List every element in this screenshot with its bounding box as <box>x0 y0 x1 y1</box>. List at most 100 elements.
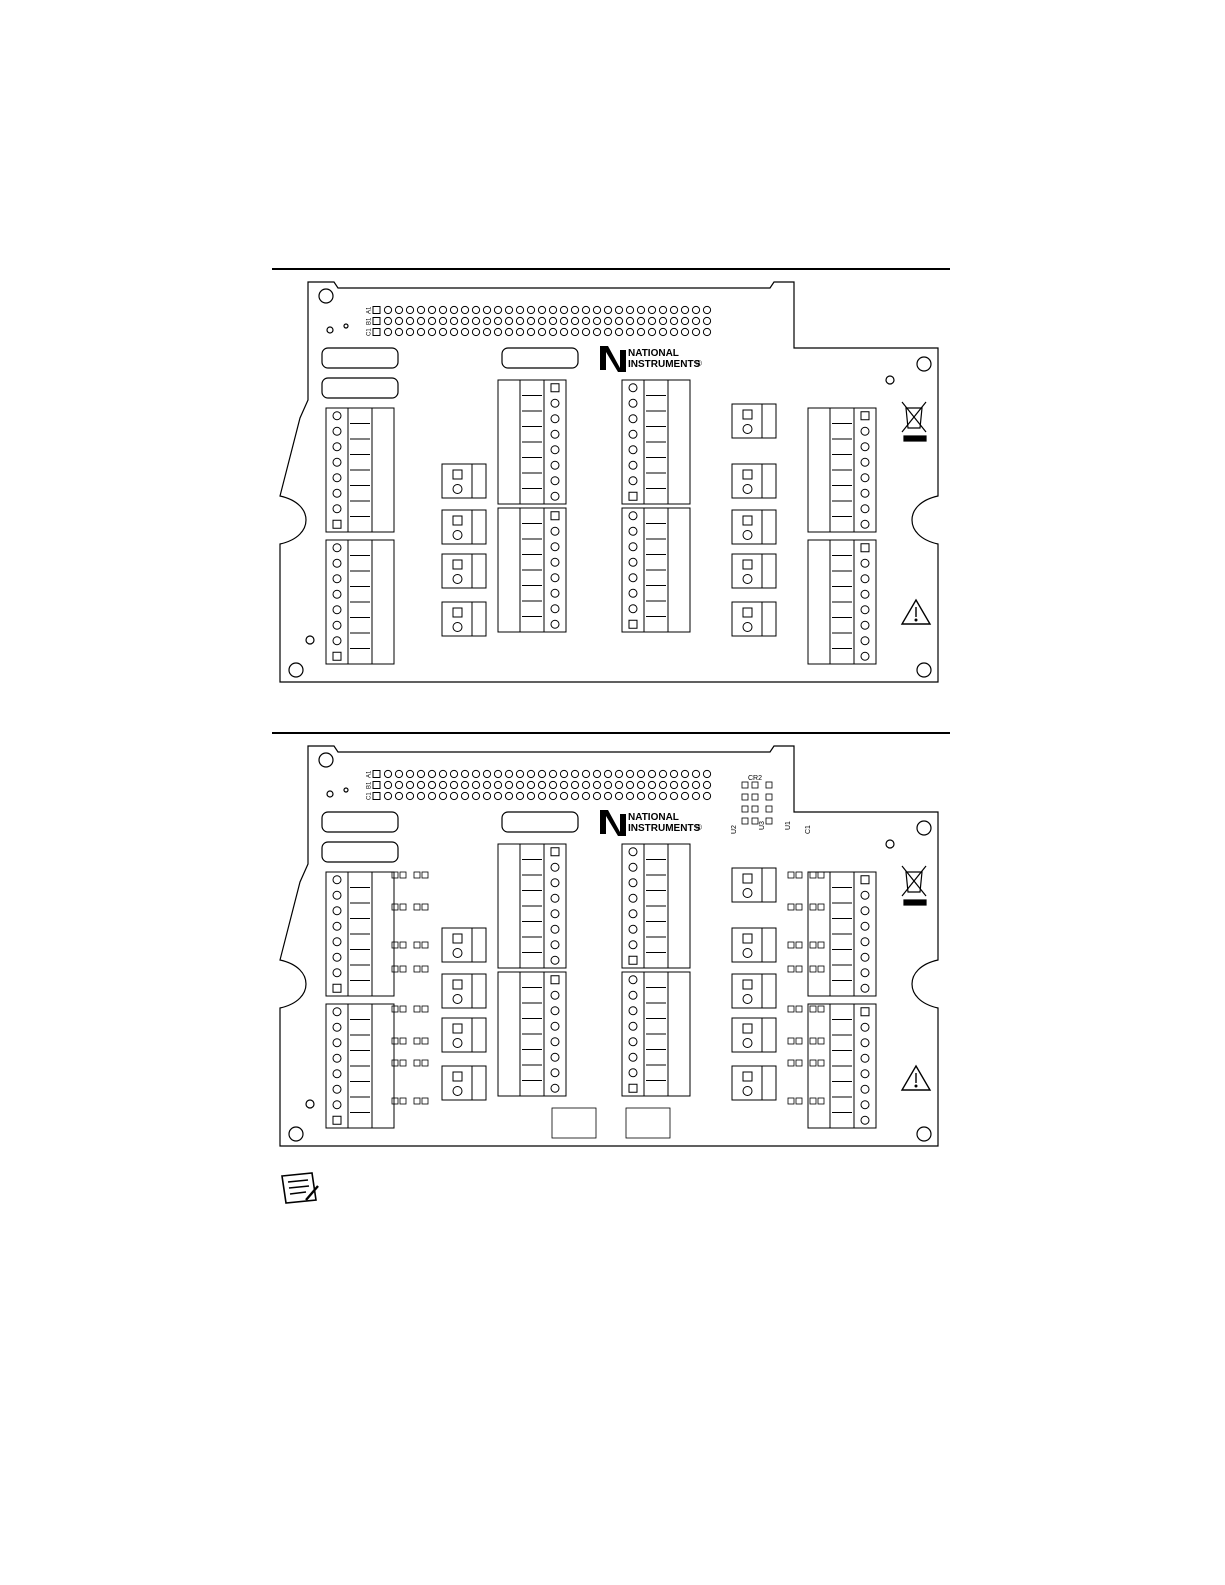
mounting-hole <box>319 753 333 767</box>
terminal-pin <box>333 474 341 482</box>
smd-pad <box>422 872 428 878</box>
header-pin <box>428 781 435 788</box>
header-pin <box>395 781 402 788</box>
terminal-pin <box>629 1007 637 1015</box>
terminal-pin <box>861 891 869 899</box>
smd-pad <box>818 1038 824 1044</box>
terminal-pin <box>861 489 869 497</box>
small-connector-square <box>743 516 752 525</box>
header-pin <box>461 770 468 777</box>
header-pin <box>472 792 479 799</box>
header-pin <box>703 306 710 313</box>
header-pin <box>582 306 589 313</box>
smd-pad <box>414 942 420 948</box>
smd-pad <box>414 1038 420 1044</box>
terminal-pin <box>861 1070 869 1078</box>
terminal-pin <box>861 1116 869 1124</box>
header-pin <box>406 328 413 335</box>
smd-pad <box>796 1098 802 1104</box>
board-outline <box>280 282 938 682</box>
header-pin <box>538 770 545 777</box>
label-slot <box>322 842 398 862</box>
header-pin <box>670 770 677 777</box>
header-pin <box>637 306 644 313</box>
header-pin-square <box>373 318 380 325</box>
smd-pad <box>400 872 406 878</box>
header-pin <box>428 792 435 799</box>
header-pin <box>692 781 699 788</box>
header-pin <box>406 781 413 788</box>
header-pin <box>527 317 534 324</box>
terminal-pin <box>861 1023 869 1031</box>
warning-triangle-icon <box>902 600 930 624</box>
smd-pad <box>422 966 428 972</box>
terminal-pin <box>551 620 559 628</box>
terminal-pin <box>551 1053 559 1061</box>
mounting-hole <box>344 324 348 328</box>
mounting-hole <box>886 840 894 848</box>
header-pin <box>428 306 435 313</box>
header-pin <box>681 306 688 313</box>
mounting-hole <box>306 636 314 644</box>
small-connector-pin <box>453 531 462 540</box>
smd-pad <box>810 1060 816 1066</box>
small-connector <box>732 868 776 902</box>
terminal-pin <box>629 589 637 597</box>
header-pin <box>417 770 424 777</box>
header-pin <box>439 328 446 335</box>
header-pin <box>659 792 666 799</box>
header-pin <box>395 792 402 799</box>
smd-pad <box>766 794 772 800</box>
logo-registered-mark: ® <box>696 823 702 832</box>
header-pin <box>384 770 391 777</box>
header-pin <box>571 328 578 335</box>
small-connector-pin <box>743 949 752 958</box>
header-pin <box>538 306 545 313</box>
header-pin <box>494 317 501 324</box>
header-pin <box>604 317 611 324</box>
label-slot <box>502 812 578 832</box>
small-connector-square <box>453 980 462 989</box>
terminal-pin <box>861 590 869 598</box>
terminal-pin <box>629 894 637 902</box>
terminal-pin <box>629 415 637 423</box>
header-pin <box>395 306 402 313</box>
terminal-pin <box>333 443 341 451</box>
header-pin <box>505 328 512 335</box>
header-pin <box>626 792 633 799</box>
header-row-label: C1 <box>367 792 373 800</box>
header-pin <box>626 770 633 777</box>
smd-pad <box>752 806 758 812</box>
smd-pad <box>422 904 428 910</box>
mounting-hole <box>289 1127 303 1141</box>
logo-line2: INSTRUMENTS <box>628 823 701 834</box>
smd-pad <box>810 872 816 878</box>
label-c1: C1 <box>805 825 812 834</box>
terminal-pin-square <box>861 876 869 884</box>
terminal-pin <box>551 1084 559 1092</box>
crossed-bin-icon <box>902 402 926 441</box>
terminal-pin <box>551 1038 559 1046</box>
logo-line1: NATIONAL <box>628 348 679 359</box>
header-pin <box>560 328 567 335</box>
terminal-pin <box>551 1022 559 1030</box>
header-pin <box>703 781 710 788</box>
terminal-pin <box>861 621 869 629</box>
mounting-hole <box>886 376 894 384</box>
header-pin <box>527 306 534 313</box>
small-connector <box>732 510 776 544</box>
header-pin <box>538 317 545 324</box>
terminal-pin-square <box>551 384 559 392</box>
header-pin <box>450 328 457 335</box>
header-pin <box>637 781 644 788</box>
smd-pad <box>392 1098 398 1104</box>
smd-pad <box>766 818 772 824</box>
smd-pad <box>392 872 398 878</box>
terminal-pin <box>333 1023 341 1031</box>
header-pin <box>439 792 446 799</box>
header-pin <box>472 306 479 313</box>
terminal-pin <box>629 399 637 407</box>
mounting-hole <box>319 289 333 303</box>
header-pin <box>681 781 688 788</box>
terminal-pin <box>629 446 637 454</box>
